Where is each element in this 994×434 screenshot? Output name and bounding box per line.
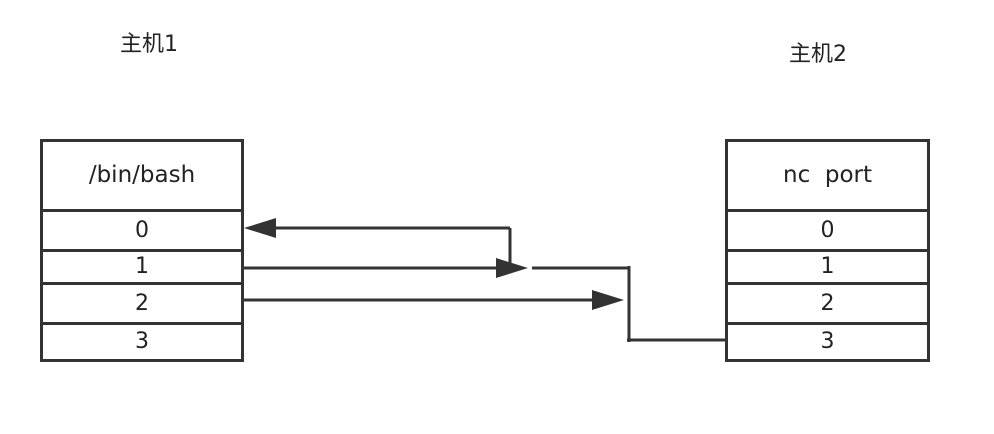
host2-fd-0: 0: [728, 209, 927, 249]
host1-label: 主机1: [120, 32, 178, 57]
host1-fd-1: 1: [43, 249, 241, 282]
fd0-arrowhead: [244, 218, 276, 238]
host2-fd-3: 3: [728, 322, 927, 359]
host1-fd-table: /bin/bash 0 1 2 3: [40, 139, 244, 362]
fd2-arrowhead: [592, 290, 624, 310]
host2-fd-2: 2: [728, 282, 927, 322]
host1-process-name: /bin/bash: [43, 142, 241, 209]
host1-fd-2: 2: [43, 282, 241, 322]
host1-fd-3: 3: [43, 322, 241, 359]
host1-fd-0: 0: [43, 209, 241, 249]
host2-process-name: nc port: [728, 142, 927, 209]
host2-fd-table: nc port 0 1 2 3: [725, 139, 930, 362]
fd1-arrowhead: [496, 258, 528, 278]
host2-fd-1: 1: [728, 249, 927, 282]
host2-label: 主机2: [789, 42, 847, 67]
